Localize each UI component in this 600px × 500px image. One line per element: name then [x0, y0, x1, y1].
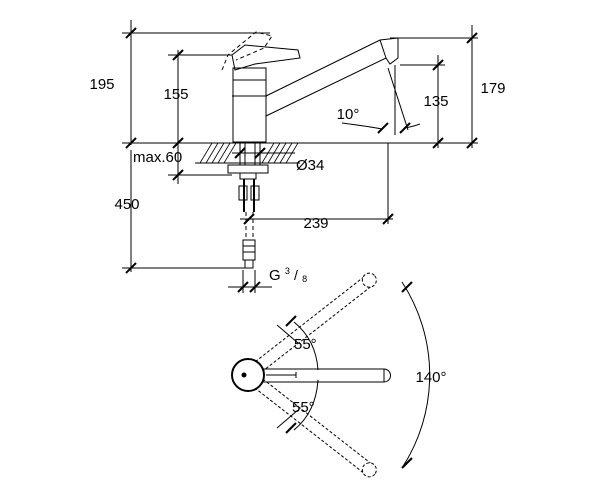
- dimension-450: 450: [114, 150, 140, 274]
- thread-prefix: G: [269, 267, 281, 284]
- label-55-lower: 55°: [292, 399, 315, 416]
- top-view: 55° 55° 140°: [231, 272, 447, 478]
- label-450: 450: [114, 196, 139, 213]
- label-thread: G 3 / 8: [269, 261, 307, 284]
- dimension-max60: max.60: [133, 145, 184, 184]
- lever-handle: [221, 31, 301, 71]
- dimension-140: 140°: [401, 281, 447, 469]
- dimension-195: 195: [89, 20, 137, 149]
- dimension-55-upper: 55°: [276, 315, 319, 371]
- deck-hatch-left: [199, 142, 237, 164]
- dimension-179: 179: [466, 25, 506, 149]
- label-10-degree: 10°: [337, 106, 360, 123]
- spout: [265, 37, 399, 117]
- swivel-ghost-upper: [254, 272, 377, 372]
- label-179: 179: [480, 80, 505, 97]
- mounting-assembly: [227, 142, 269, 212]
- dimension-10-degree: 10°: [337, 65, 421, 135]
- dimension-135: 135: [423, 55, 449, 149]
- label-135: 135: [423, 93, 448, 110]
- faucet-body-top: [231, 358, 265, 392]
- label-diameter-34: Ø34: [296, 157, 324, 174]
- label-55-upper: 55°: [294, 336, 317, 353]
- dimension-diameter-34: Ø34: [232, 147, 324, 174]
- swivel-ghost-lower: [254, 378, 377, 478]
- dimension-thread: G 3 / 8: [228, 261, 307, 293]
- faucet-body: [232, 67, 267, 143]
- side-view: 195 155 max.60 450 179: [89, 20, 506, 293]
- label-max60: max.60: [133, 149, 182, 166]
- thread-denominator: 8: [302, 274, 307, 284]
- supply-hose: [242, 212, 256, 269]
- label-140: 140°: [415, 369, 446, 386]
- thread-slash: /: [294, 267, 298, 283]
- label-239: 239: [303, 215, 328, 232]
- dimension-239: 239: [240, 143, 394, 232]
- dimension-155: 155: [163, 49, 189, 149]
- thread-numerator: 3: [285, 266, 290, 276]
- label-195: 195: [89, 76, 114, 93]
- label-155: 155: [163, 86, 188, 103]
- dimension-55-lower: 55°: [276, 379, 319, 434]
- spout-top: [257, 368, 391, 383]
